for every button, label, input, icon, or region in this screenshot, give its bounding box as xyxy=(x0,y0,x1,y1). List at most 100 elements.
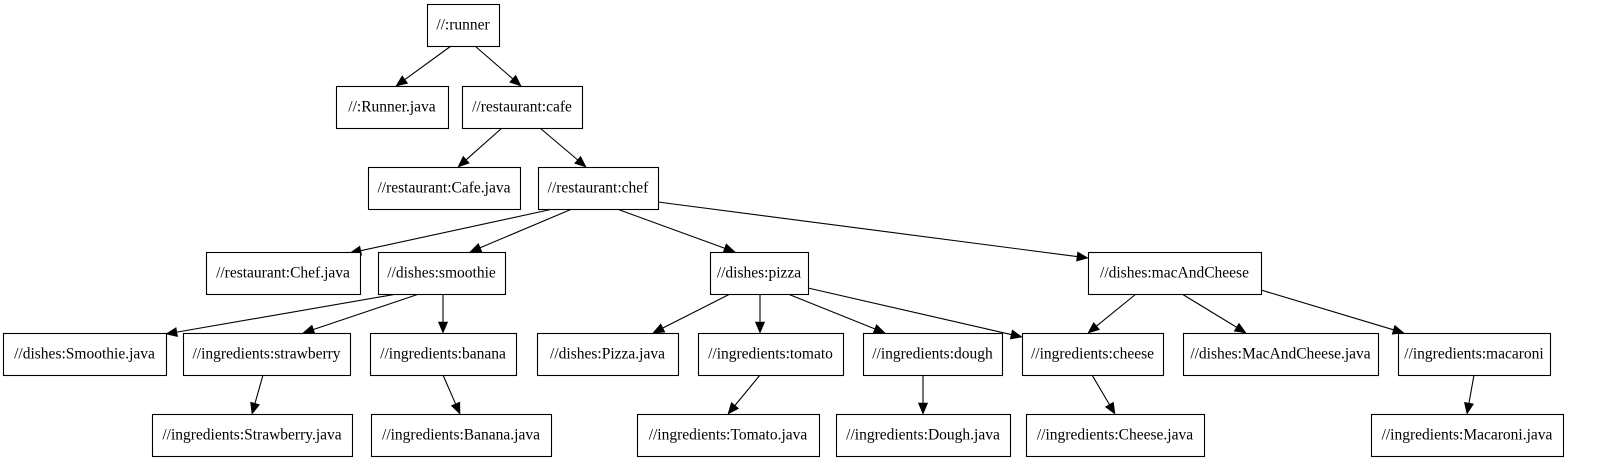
edge-line xyxy=(657,201,1078,258)
graph-node-dishes-pizza[interactable]: //dishes:pizza xyxy=(709,251,810,296)
node-label: //ingredients:banana xyxy=(380,346,506,363)
graph-node-ing-macaroni[interactable]: //ingredients:macaroni xyxy=(1397,332,1552,377)
graph-node-macandcheese-java[interactable]: //dishes:MacAndCheese.java xyxy=(1182,332,1380,377)
graph-node-restaurant-chef[interactable]: //restaurant:chef xyxy=(537,166,660,211)
node-box xyxy=(1087,251,1263,296)
edge-arrowhead xyxy=(872,324,886,334)
graph-node-ing-dough[interactable]: //ingredients:dough xyxy=(862,332,1004,377)
node-box xyxy=(205,251,362,296)
edge-line xyxy=(254,374,264,404)
graph-node-chef-java[interactable]: //restaurant:Chef.java xyxy=(205,251,362,296)
node-box xyxy=(1370,413,1565,458)
graph-node-restaurant-cafe[interactable]: //restaurant:cafe xyxy=(461,85,584,130)
node-label: //ingredients:Strawberry.java xyxy=(162,427,341,444)
edge-line xyxy=(442,374,457,405)
graph-node-ing-cheese[interactable]: //ingredients:cheese xyxy=(1021,332,1165,377)
edge-arrowhead xyxy=(1076,251,1089,262)
node-box xyxy=(1021,332,1165,377)
node-box xyxy=(1182,332,1380,377)
graph-node-macaroni-java[interactable]: //ingredients:Macaroni.java xyxy=(1370,413,1565,458)
graph-node-dishes-macandcheese[interactable]: //dishes:macAndCheese xyxy=(1087,251,1263,296)
graph-node-smoothie-java[interactable]: //dishes:Smoothie.java xyxy=(2,332,168,377)
edge-line xyxy=(479,208,573,249)
node-label: //dishes:smoothie xyxy=(387,265,496,282)
node-box xyxy=(426,3,501,48)
graph-node-runner[interactable]: //:runner xyxy=(426,3,501,48)
edge-line xyxy=(465,127,503,161)
node-label: //dishes:macAndCheese xyxy=(1100,265,1249,282)
edge-line xyxy=(474,45,514,80)
node-box xyxy=(182,332,352,377)
node-box xyxy=(151,413,354,458)
edge-line xyxy=(1260,289,1394,331)
node-box xyxy=(1025,413,1206,458)
node-label: //ingredients:Cheese.java xyxy=(1037,427,1193,444)
edge-arrowhead xyxy=(574,155,587,168)
edge-arrowhead xyxy=(917,402,929,415)
node-box xyxy=(2,332,168,377)
node-box xyxy=(1397,332,1552,377)
node-label: //ingredients:strawberry xyxy=(192,346,340,363)
node-label: //restaurant:chef xyxy=(548,180,650,197)
node-box xyxy=(537,166,660,211)
edge-arrowhead xyxy=(165,327,178,338)
nodes-group: //:runner //:Runner.java //restaurant:cafe… xyxy=(2,3,1565,458)
edge-arrowhead xyxy=(450,401,461,415)
node-label: //dishes:Smoothie.java xyxy=(14,346,155,363)
node-box xyxy=(709,251,810,296)
graph-node-runner-java[interactable]: //:Runner.java xyxy=(335,85,450,130)
edge-line xyxy=(1468,374,1475,404)
node-label: //ingredients:macaroni xyxy=(1404,346,1544,363)
graph-node-ing-banana[interactable]: //ingredients:banana xyxy=(369,332,518,377)
edge-arrowhead xyxy=(250,401,260,415)
edge-arrowhead xyxy=(1087,321,1100,334)
graph-node-pizza-java[interactable]: //dishes:Pizza.java xyxy=(536,332,680,377)
edge-line xyxy=(787,293,875,330)
graph-node-ing-tomato[interactable]: //ingredients:tomato xyxy=(697,332,845,377)
node-box xyxy=(697,332,845,377)
graph-node-strawberry-java[interactable]: //ingredients:Strawberry.java xyxy=(151,413,354,458)
graph-node-dishes-smoothie[interactable]: //dishes:smoothie xyxy=(377,251,507,296)
node-label: //ingredients:Banana.java xyxy=(382,427,540,444)
edge-line xyxy=(1091,374,1110,405)
edge-arrowhead xyxy=(722,243,736,253)
node-label: //restaurant:cafe xyxy=(472,99,572,116)
node-box xyxy=(461,85,584,130)
edges-group xyxy=(165,45,1475,415)
node-label: //:runner xyxy=(436,17,490,34)
graph-node-dough-java[interactable]: //ingredients:Dough.java xyxy=(835,413,1012,458)
edge-line xyxy=(616,208,725,249)
node-label: //ingredients:cheese xyxy=(1031,346,1154,363)
graph-node-cafe-java[interactable]: //restaurant:Cafe.java xyxy=(367,166,522,211)
node-label: //:Runner.java xyxy=(348,99,436,116)
edge-arrowhead xyxy=(1464,401,1474,415)
node-box xyxy=(835,413,1012,458)
graph-node-tomato-java[interactable]: //ingredients:Tomato.java xyxy=(636,413,821,458)
node-box xyxy=(335,85,450,130)
edge-line xyxy=(313,293,420,331)
graph-node-ing-strawberry[interactable]: //ingredients:strawberry xyxy=(182,332,352,377)
node-box xyxy=(377,251,507,296)
node-label: //dishes:pizza xyxy=(717,265,801,282)
edge-arrowhead xyxy=(1233,322,1247,334)
edge-line xyxy=(1181,293,1237,328)
edge-arrowhead xyxy=(1104,401,1116,415)
edge-arrowhead xyxy=(1391,324,1405,335)
node-label: //dishes:Pizza.java xyxy=(550,346,665,363)
edge-arrowhead xyxy=(509,74,522,87)
node-label: //ingredients:Dough.java xyxy=(846,427,1000,444)
node-label: //ingredients:dough xyxy=(872,346,993,363)
node-box xyxy=(367,166,522,211)
edge-line xyxy=(360,208,554,252)
edge-arrowhead xyxy=(302,324,316,335)
node-label: //ingredients:Tomato.java xyxy=(649,427,808,444)
edge-arrowhead xyxy=(437,321,449,334)
node-label: //restaurant:Chef.java xyxy=(216,265,350,282)
graph-node-cheese-java[interactable]: //ingredients:Cheese.java xyxy=(1025,413,1206,458)
node-box xyxy=(369,332,518,377)
node-label: //restaurant:Cafe.java xyxy=(378,180,511,197)
graph-node-banana-java[interactable]: //ingredients:Banana.java xyxy=(370,413,553,458)
edge-arrowhead xyxy=(395,75,409,87)
